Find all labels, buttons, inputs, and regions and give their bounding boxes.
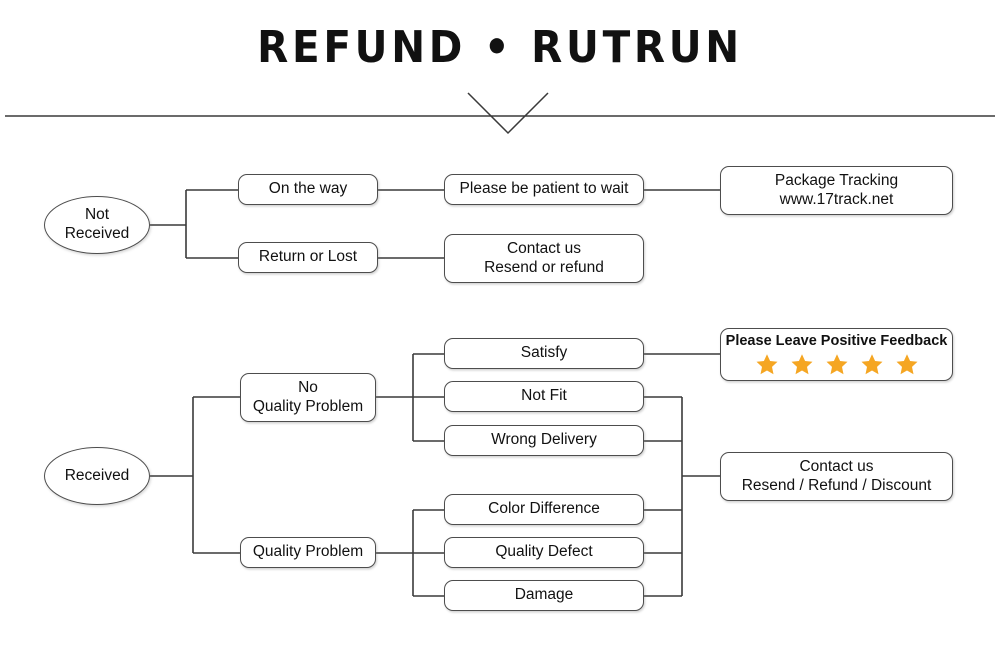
node-please-be-patient-to-wait[interactable]: Please be patient to wait bbox=[444, 174, 644, 205]
star-rating[interactable] bbox=[755, 353, 919, 376]
node-on-the-way-label: On the way bbox=[268, 180, 348, 198]
node-color-difference[interactable]: Color Difference bbox=[444, 494, 644, 525]
node-package-tracking-line1: Package Tracking bbox=[774, 171, 899, 189]
node-not-received-line1: Not bbox=[84, 206, 110, 224]
node-quality-defect-label: Quality Defect bbox=[495, 543, 593, 561]
node-wrong-delivery[interactable]: Wrong Delivery bbox=[444, 425, 644, 456]
star-icon[interactable] bbox=[825, 353, 849, 376]
feedback-label: Please Leave Positive Feedback bbox=[725, 333, 948, 350]
node-satisfy[interactable]: Satisfy bbox=[444, 338, 644, 369]
node-wrong-delivery-label: Wrong Delivery bbox=[491, 431, 597, 449]
node-on-the-way[interactable]: On the way bbox=[238, 174, 378, 205]
star-icon[interactable] bbox=[860, 353, 884, 376]
chevron-down-icon bbox=[467, 92, 549, 135]
node-damage[interactable]: Damage bbox=[444, 580, 644, 611]
node-quality-problem[interactable]: Quality Problem bbox=[240, 537, 376, 568]
node-leave-positive-feedback[interactable]: Please Leave Positive Feedback bbox=[720, 328, 953, 381]
node-please-be-patient-label: Please be patient to wait bbox=[459, 180, 629, 198]
node-no-quality-problem-line2: Quality Problem bbox=[252, 397, 364, 415]
node-not-received[interactable]: Not Received bbox=[44, 196, 150, 254]
node-contact-us-resend-or-refund[interactable]: Contact us Resend or refund bbox=[444, 234, 644, 283]
node-satisfy-label: Satisfy bbox=[520, 344, 568, 362]
node-contact-us-line2: Resend or refund bbox=[484, 258, 604, 276]
node-package-tracking[interactable]: Package Tracking www.17track.net bbox=[720, 166, 953, 215]
node-no-quality-problem[interactable]: No Quality Problem bbox=[240, 373, 376, 422]
node-not-received-line2: Received bbox=[64, 225, 130, 242]
node-contact-us-line1: Contact us bbox=[506, 239, 582, 257]
node-no-quality-problem-line1: No bbox=[298, 378, 318, 396]
node-contact-us-resend-refund-discount[interactable]: Contact us Resend / Refund / Discount bbox=[720, 452, 953, 501]
star-icon[interactable] bbox=[790, 353, 814, 376]
node-not-fit[interactable]: Not Fit bbox=[444, 381, 644, 412]
star-icon[interactable] bbox=[895, 353, 919, 376]
star-icon[interactable] bbox=[755, 353, 779, 376]
node-color-difference-label: Color Difference bbox=[488, 500, 600, 518]
node-contact-final-line2: Resend / Refund / Discount bbox=[741, 476, 932, 494]
node-received-label: Received bbox=[64, 466, 130, 484]
page-title: REFUND • RUTRUN bbox=[257, 22, 743, 73]
node-not-fit-label: Not Fit bbox=[521, 387, 567, 405]
node-quality-defect[interactable]: Quality Defect bbox=[444, 537, 644, 568]
node-quality-problem-label: Quality Problem bbox=[252, 543, 364, 561]
node-package-tracking-url[interactable]: www.17track.net bbox=[779, 190, 894, 208]
node-received[interactable]: Received bbox=[44, 447, 150, 505]
node-damage-label: Damage bbox=[514, 586, 574, 604]
node-return-or-lost-label: Return or Lost bbox=[258, 248, 358, 266]
node-return-or-lost[interactable]: Return or Lost bbox=[238, 242, 378, 273]
node-contact-final-line1: Contact us bbox=[799, 457, 874, 475]
